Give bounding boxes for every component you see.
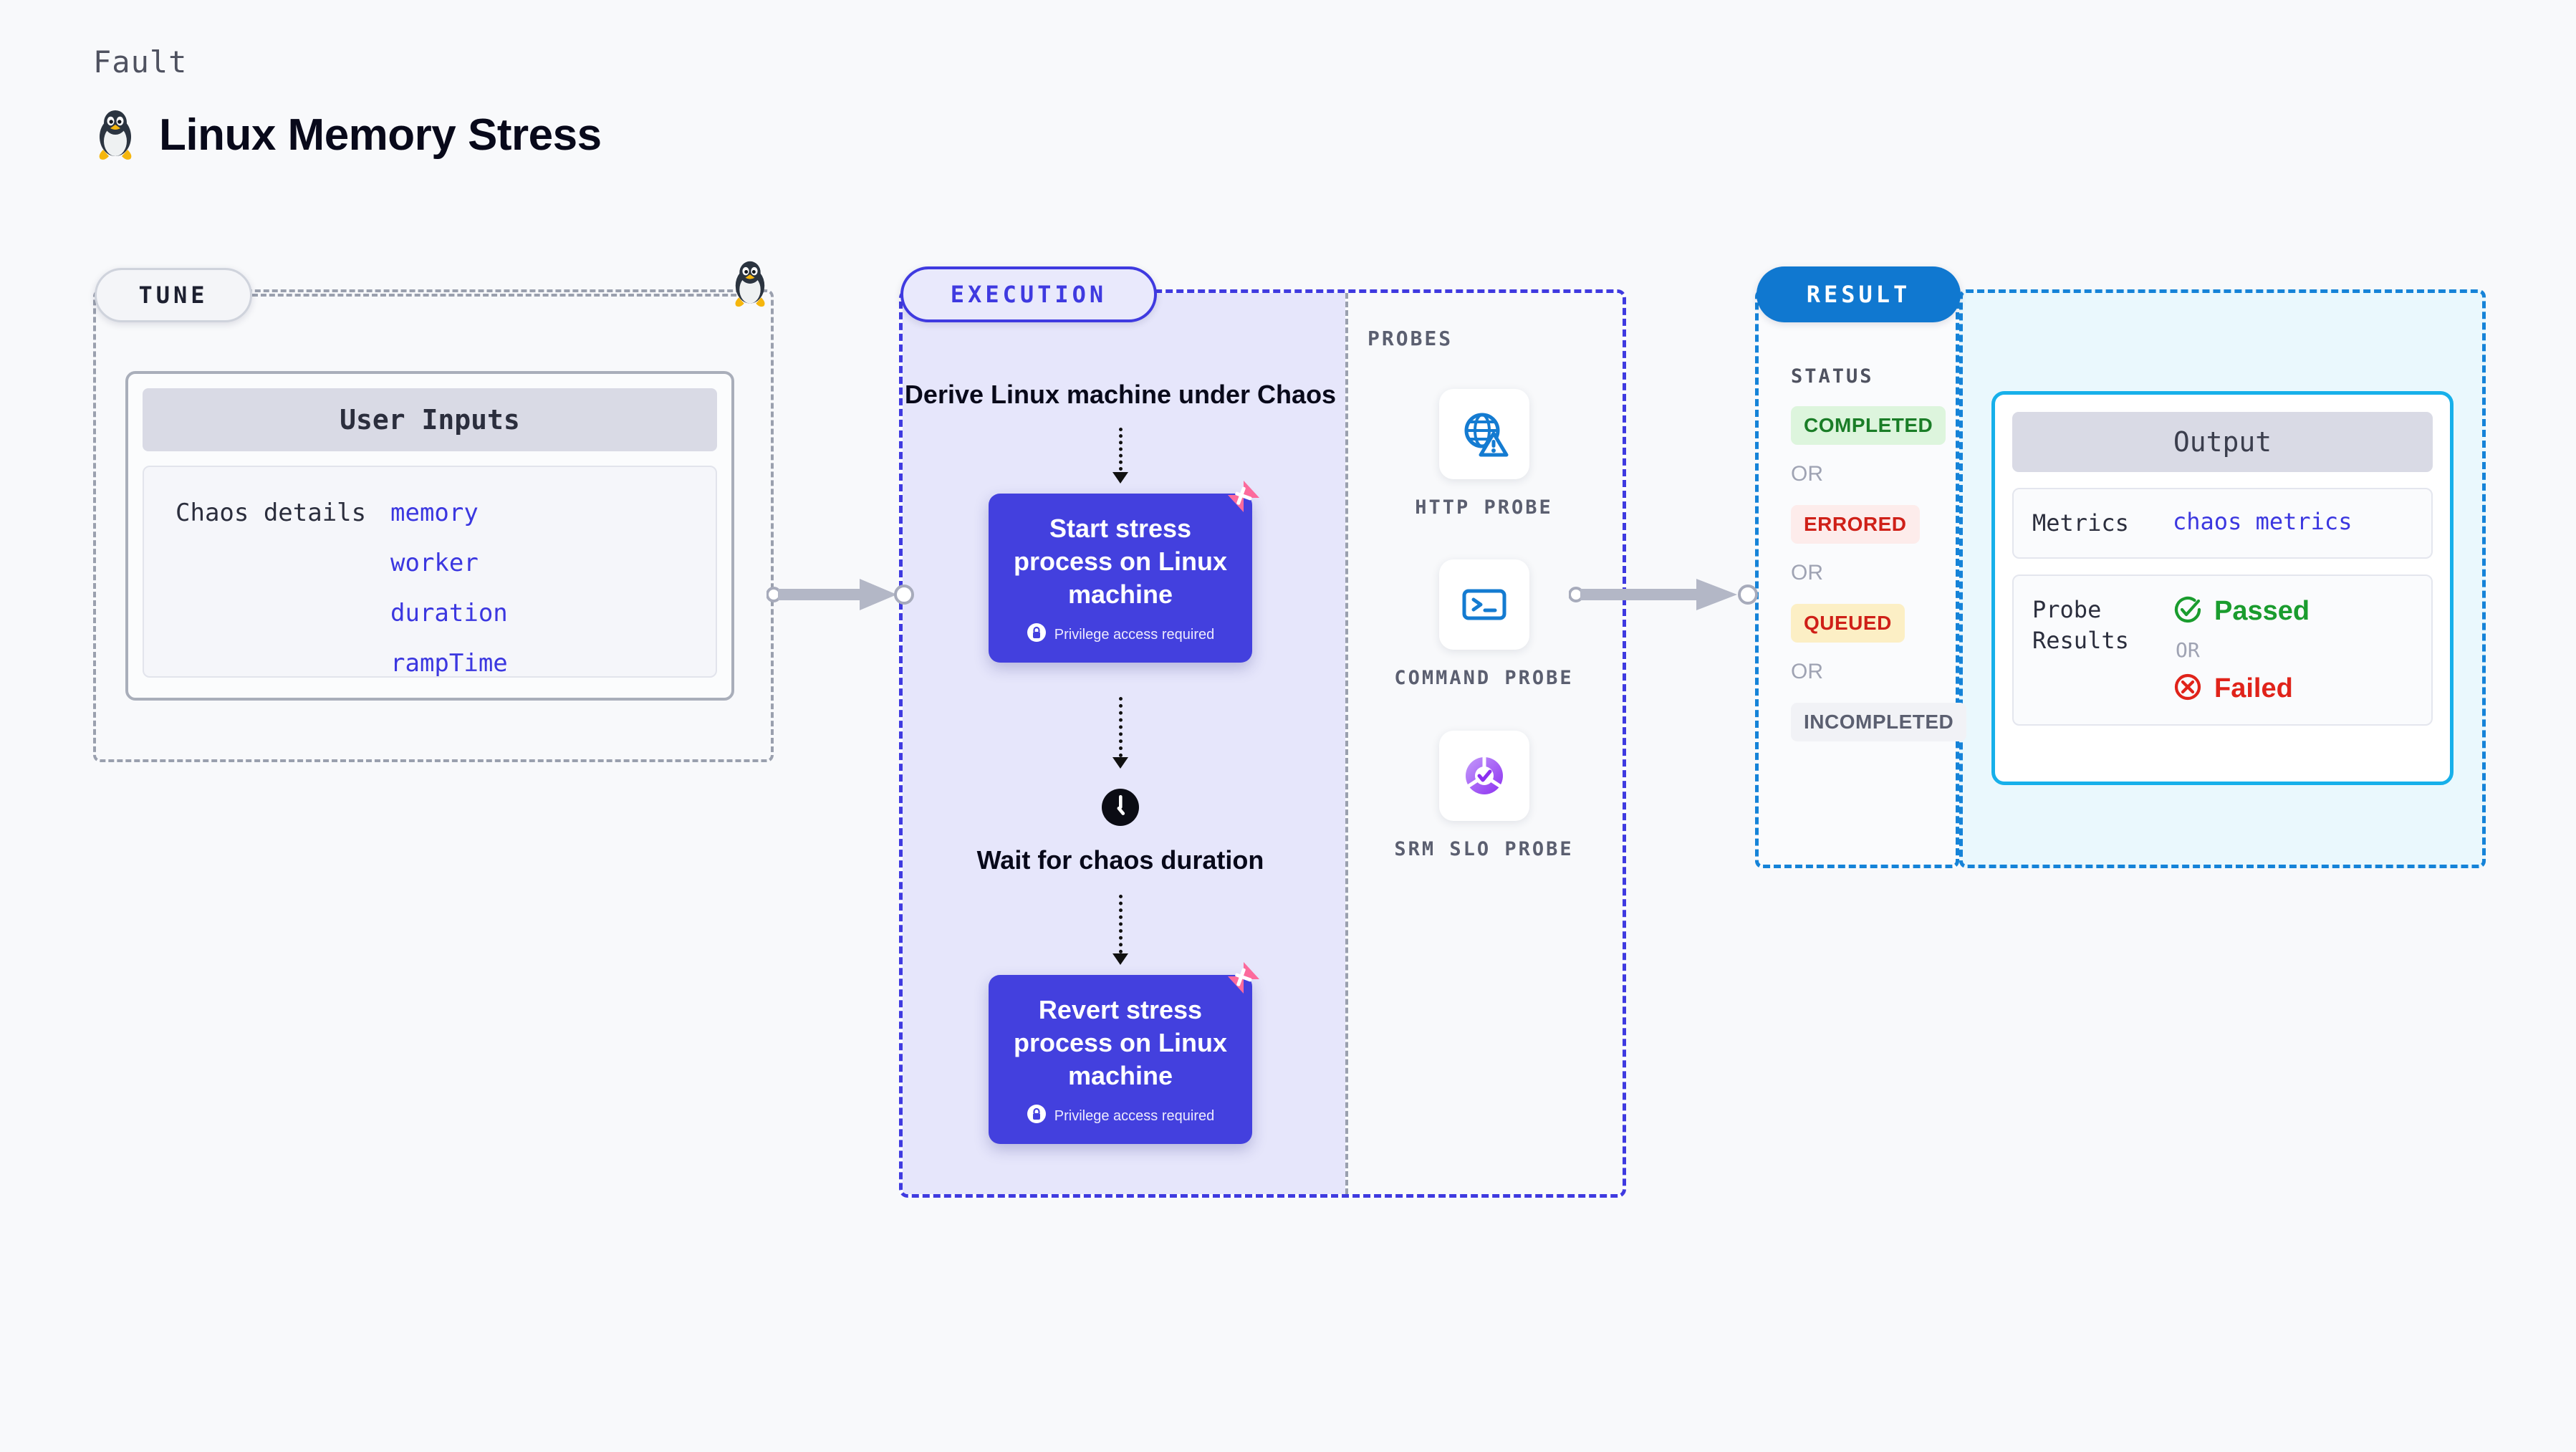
execution-pill-label[interactable]: EXECUTION [900,266,1157,322]
page-title: Linux Memory Stress [159,110,602,160]
probe-results-label: Probe Results [2032,596,2129,655]
tune-panel [93,289,774,762]
chaos-details-label: Chaos details [176,499,367,527]
title-row: Linux Memory Stress [93,108,602,161]
slo-gauge-check-icon [1438,730,1529,821]
terminal-icon [1438,559,1529,650]
probes-column: PROBES HTTP PROBE COMMAND PROBE [1342,289,1626,1198]
tune-top-dashed-line [252,294,754,297]
privilege-note: Privilege access required [1004,1104,1236,1128]
chaos-param-worker[interactable]: worker [390,549,479,577]
execution-card-start-stress[interactable]: Start stress process on Linux machine Pr… [989,480,1259,663]
flow-arrow-1 [1112,427,1128,484]
user-inputs-card: User Inputs Chaos details memory worker … [125,371,734,701]
chaos-param-ramptime[interactable]: rampTime [390,649,508,678]
result-status-panel [1755,289,1959,868]
privilege-note-text: Privilege access required [1054,626,1215,643]
check-circle-icon [2173,595,2203,628]
lock-icon [1027,622,1047,647]
probe-results-values: Passed OR Failed [2173,595,2310,706]
status-badge-errored[interactable]: ERRORED [1791,505,1920,544]
privilege-note: Privilege access required [1004,622,1236,647]
user-inputs-body: Chaos details memory worker duration ram… [143,466,717,678]
execution-step-wait: Wait for chaos duration [976,845,1264,875]
connector-execution-to-result [1569,579,1758,610]
lock-icon [1027,1104,1047,1128]
chaos-param-memory[interactable]: memory [390,499,479,527]
probe-caption-srm-slo: SRM SLO PROBE [1394,837,1574,860]
status-label: STATUS [1791,365,1874,388]
globe-warning-icon [1438,389,1529,479]
harness-logo-icon [1225,959,1262,1000]
execution-flow: Derive Linux machine under Chaos Start s… [899,289,1342,1198]
privilege-note-text: Privilege access required [1054,1107,1215,1124]
metrics-label: Metrics [2032,509,2129,537]
probe-item-srm-slo[interactable]: SRM SLO PROBE [1342,730,1626,862]
x-circle-icon [2173,672,2203,706]
execution-card-title: Start stress process on Linux machine [1013,513,1228,609]
flow-arrow-2 [1112,697,1128,769]
probe-result-or: OR [2176,638,2200,663]
status-or-1: OR [1791,462,1823,486]
harness-logo-icon [1225,478,1262,519]
status-badge-completed[interactable]: COMPLETED [1791,406,1946,445]
chaos-param-duration[interactable]: duration [390,599,508,628]
output-row-metrics: Metrics chaos metrics [2012,488,2433,559]
output-row-probe-results: Probe Results Passed OR [2012,574,2433,726]
probe-item-http[interactable]: HTTP PROBE [1342,389,1626,521]
probe-result-failed: Failed [2173,672,2310,706]
probes-label: PROBES [1368,327,1453,350]
probe-result-passed: Passed [2173,595,2310,628]
probe-caption-http: HTTP PROBE [1415,496,1553,519]
connector-tune-to-execution [766,579,914,610]
execution-card-title: Revert stress process on Linux machine [1013,994,1228,1090]
failed-text: Failed [2214,673,2293,704]
chaos-params-list: memory worker duration rampTime [390,499,508,678]
page-header: Fault Linux Memory Stress [93,44,602,161]
execution-step-derive: Derive Linux machine under Chaos [904,380,1337,409]
tune-pill-label[interactable]: TUNE [95,268,252,322]
eyebrow-label: Fault [93,44,188,80]
status-badge-queued[interactable]: QUEUED [1791,604,1905,643]
execution-card-revert-stress[interactable]: Revert stress process on Linux machine P… [989,961,1259,1145]
status-badge-incompleted[interactable]: INCOMPLETED [1791,703,1967,741]
status-list: STATUS COMPLETED OR ERRORED OR QUEUED OR… [1791,365,1977,741]
flow-arrow-3 [1112,894,1128,965]
user-inputs-header: User Inputs [143,388,717,451]
status-or-2: OR [1791,561,1823,585]
passed-text: Passed [2214,596,2310,627]
linux-tux-icon [93,108,138,161]
linux-tux-corner-icon [729,259,771,312]
output-card: Output Metrics chaos metrics Probe Resul… [1991,391,2454,785]
probe-caption-command: COMMAND PROBE [1394,667,1574,690]
probe-item-command[interactable]: COMMAND PROBE [1342,559,1626,691]
result-pill-label[interactable]: RESULT [1756,266,1961,322]
status-or-3: OR [1791,660,1823,683]
clock-icon [1100,787,1140,831]
output-header: Output [2012,412,2433,472]
metrics-value[interactable]: chaos metrics [2173,508,2352,535]
